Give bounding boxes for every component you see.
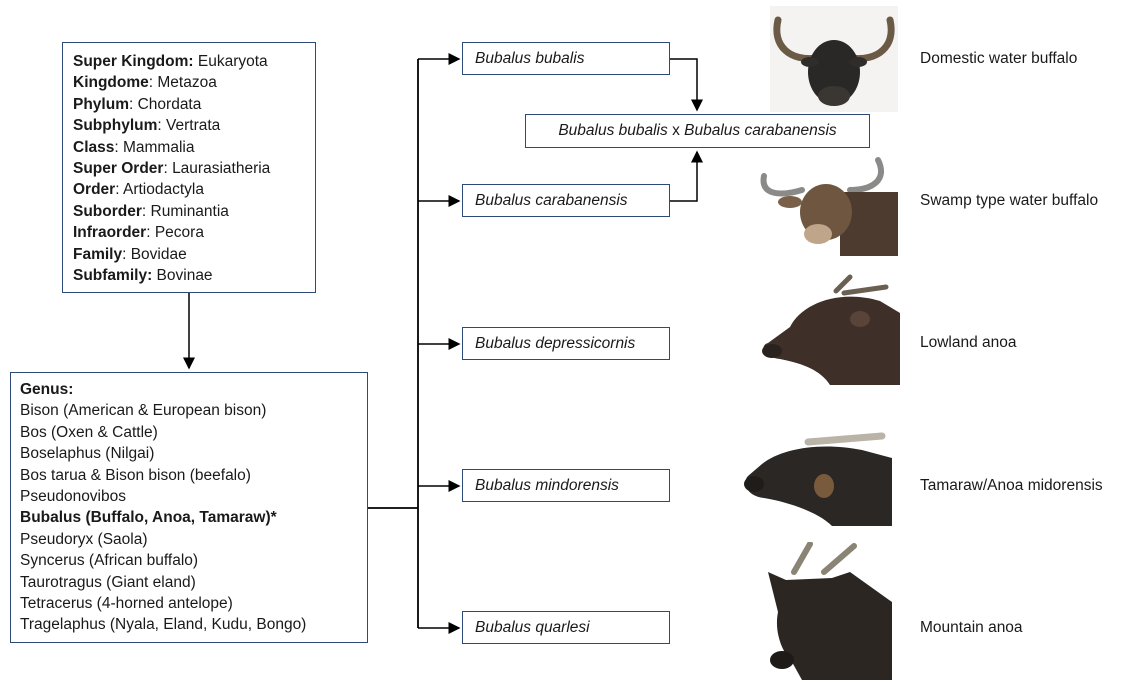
genus-item: Tragelaphus (Nyala, Eland, Kudu, Bongo) [20,616,307,634]
genus-item: Boselaphus (Nilgai) [20,445,155,463]
common-name-domestic: Domestic water buffalo [920,50,1078,67]
genus-heading: Genus: [20,381,74,398]
species-box-quarlesi: Bubalus quarlesi [462,611,670,644]
genus-item: Pseudonovibos [20,488,126,506]
taxonomy-box: Super Kingdom: Eukaryota Kingdome: Metaz… [62,42,316,293]
genus-item: Pseudoryx (Saola) [20,530,148,548]
taxonomy-line: Super Order: Laurasiatheria [73,160,271,178]
arrow-carabanensis-to-hybrid [670,150,703,202]
common-name-tamaraw: Tamaraw/Anoa midorensis [920,477,1103,494]
lowland-anoa-photo [760,273,900,385]
taxonomy-line: Kingdome: Metazoa [73,74,217,92]
genus-item: Bison (American & European bison) [20,402,267,420]
taxonomy-line: Suborder: Ruminantia [73,202,229,220]
hybrid-box: Bubalus bubalis x Bubalus carabanensis [525,114,870,148]
common-name-lowland: Lowland anoa [920,334,1017,351]
taxonomy-line: Infraorder: Pecora [73,224,204,242]
genus-item: Taurotragus (Giant eland) [20,573,196,591]
genus-box: Genus: Bison (American & European bison)… [10,372,368,643]
genus-item: Syncerus (African buffalo) [20,552,199,570]
mountain-anoa-photo [762,542,892,680]
taxonomy-line: Super Kingdom: Eukaryota [73,53,268,70]
species-box-bubalis: Bubalus bubalis [462,42,670,75]
taxonomy-line: Family: Bovidae [73,245,187,263]
hybrid-parent-2: Bubalus carabanensis [684,122,837,139]
common-name-mountain: Mountain anoa [920,619,1023,636]
species-box-depressicornis: Bubalus depressicornis [462,327,670,360]
hybrid-parent-1: Bubalus bubalis [558,122,668,139]
common-name-swamp: Swamp type water buffalo [920,192,1099,209]
taxonomy-line: Order: Artiodactyla [73,181,204,199]
hybrid-separator: x [667,122,685,139]
swamp-buffalo-photo [760,156,898,256]
species-box-mindorensis: Bubalus mindorensis [462,469,670,502]
tamaraw-photo [742,428,892,526]
taxonomy-line: Subphylum: Vertrata [73,117,221,135]
genus-item: Bos tarua & Bison bison (beefalo) [20,466,251,484]
taxonomy-line: Subfamily: Bovinae [73,267,213,285]
species-box-carabanensis: Bubalus carabanensis [462,184,670,217]
genus-item: Bos (Oxen & Cattle) [20,423,158,441]
domestic-water-buffalo-photo [770,6,898,112]
arrow-bubalis-to-hybrid [670,58,703,112]
genus-item-bubalus: Bubalus (Buffalo, Anoa, Tamaraw)* [20,509,277,527]
taxonomy-line: Phylum: Chordata [73,95,202,113]
taxonomy-line: Class: Mammalia [73,138,195,156]
genus-item: Tetracerus (4-horned antelope) [20,595,233,613]
